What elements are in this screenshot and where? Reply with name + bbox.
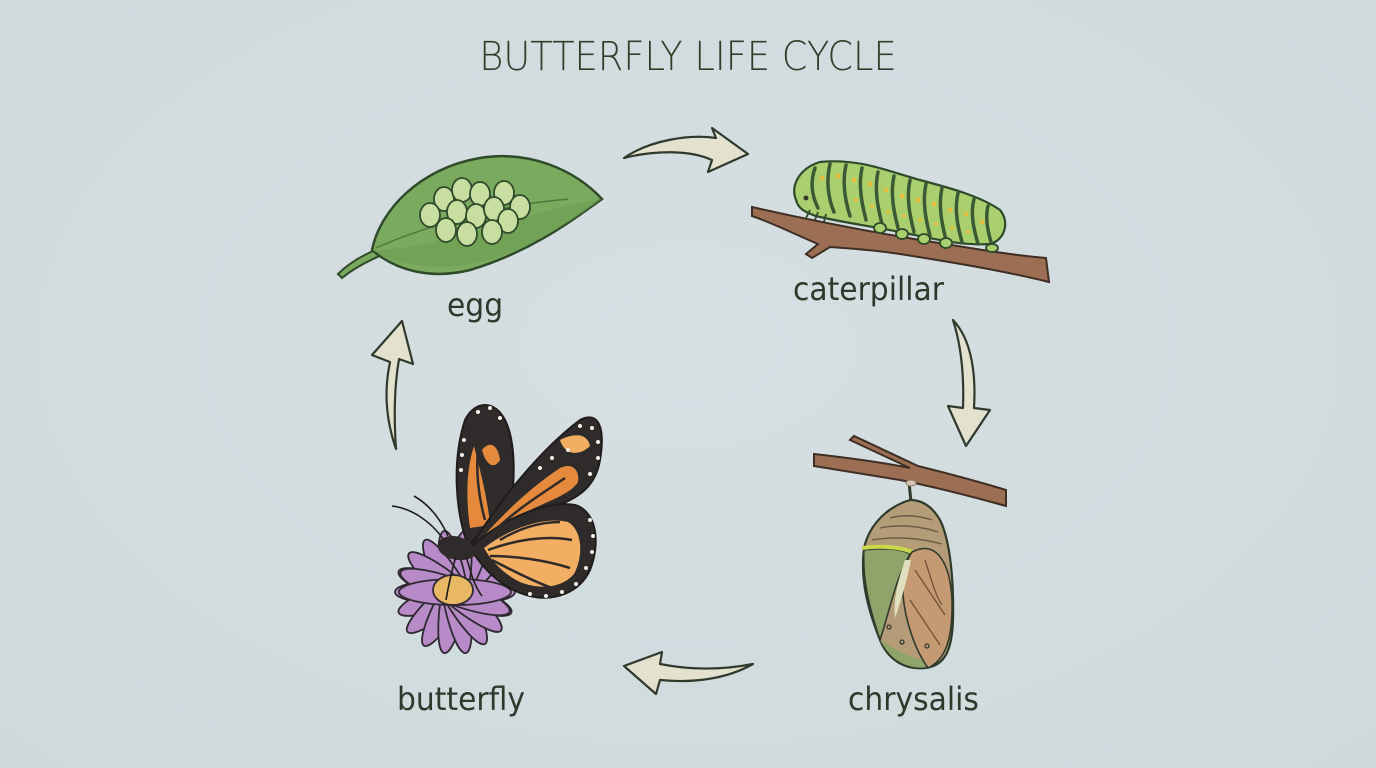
curved-arrow-up-icon bbox=[370, 319, 415, 451]
curved-arrow-right-icon bbox=[622, 126, 750, 174]
diagram-title: BUTTERFLY LIFE CYCLE bbox=[479, 34, 897, 80]
egg-illustration bbox=[336, 154, 604, 280]
stage-label-caterpillar: caterpillar bbox=[793, 270, 944, 308]
curved-arrow-left-icon bbox=[622, 650, 755, 696]
butterfly-illustration bbox=[391, 404, 603, 654]
chrysalis-illustration bbox=[813, 434, 1007, 670]
egg-cluster bbox=[419, 177, 531, 247]
curved-arrow-down-icon bbox=[946, 318, 992, 448]
stage-label-chrysalis: chrysalis bbox=[848, 680, 979, 718]
caterpillar-illustration bbox=[751, 160, 1051, 284]
stage-label-egg: egg bbox=[447, 286, 504, 324]
stage-label-butterfly: butterfly bbox=[397, 680, 525, 718]
